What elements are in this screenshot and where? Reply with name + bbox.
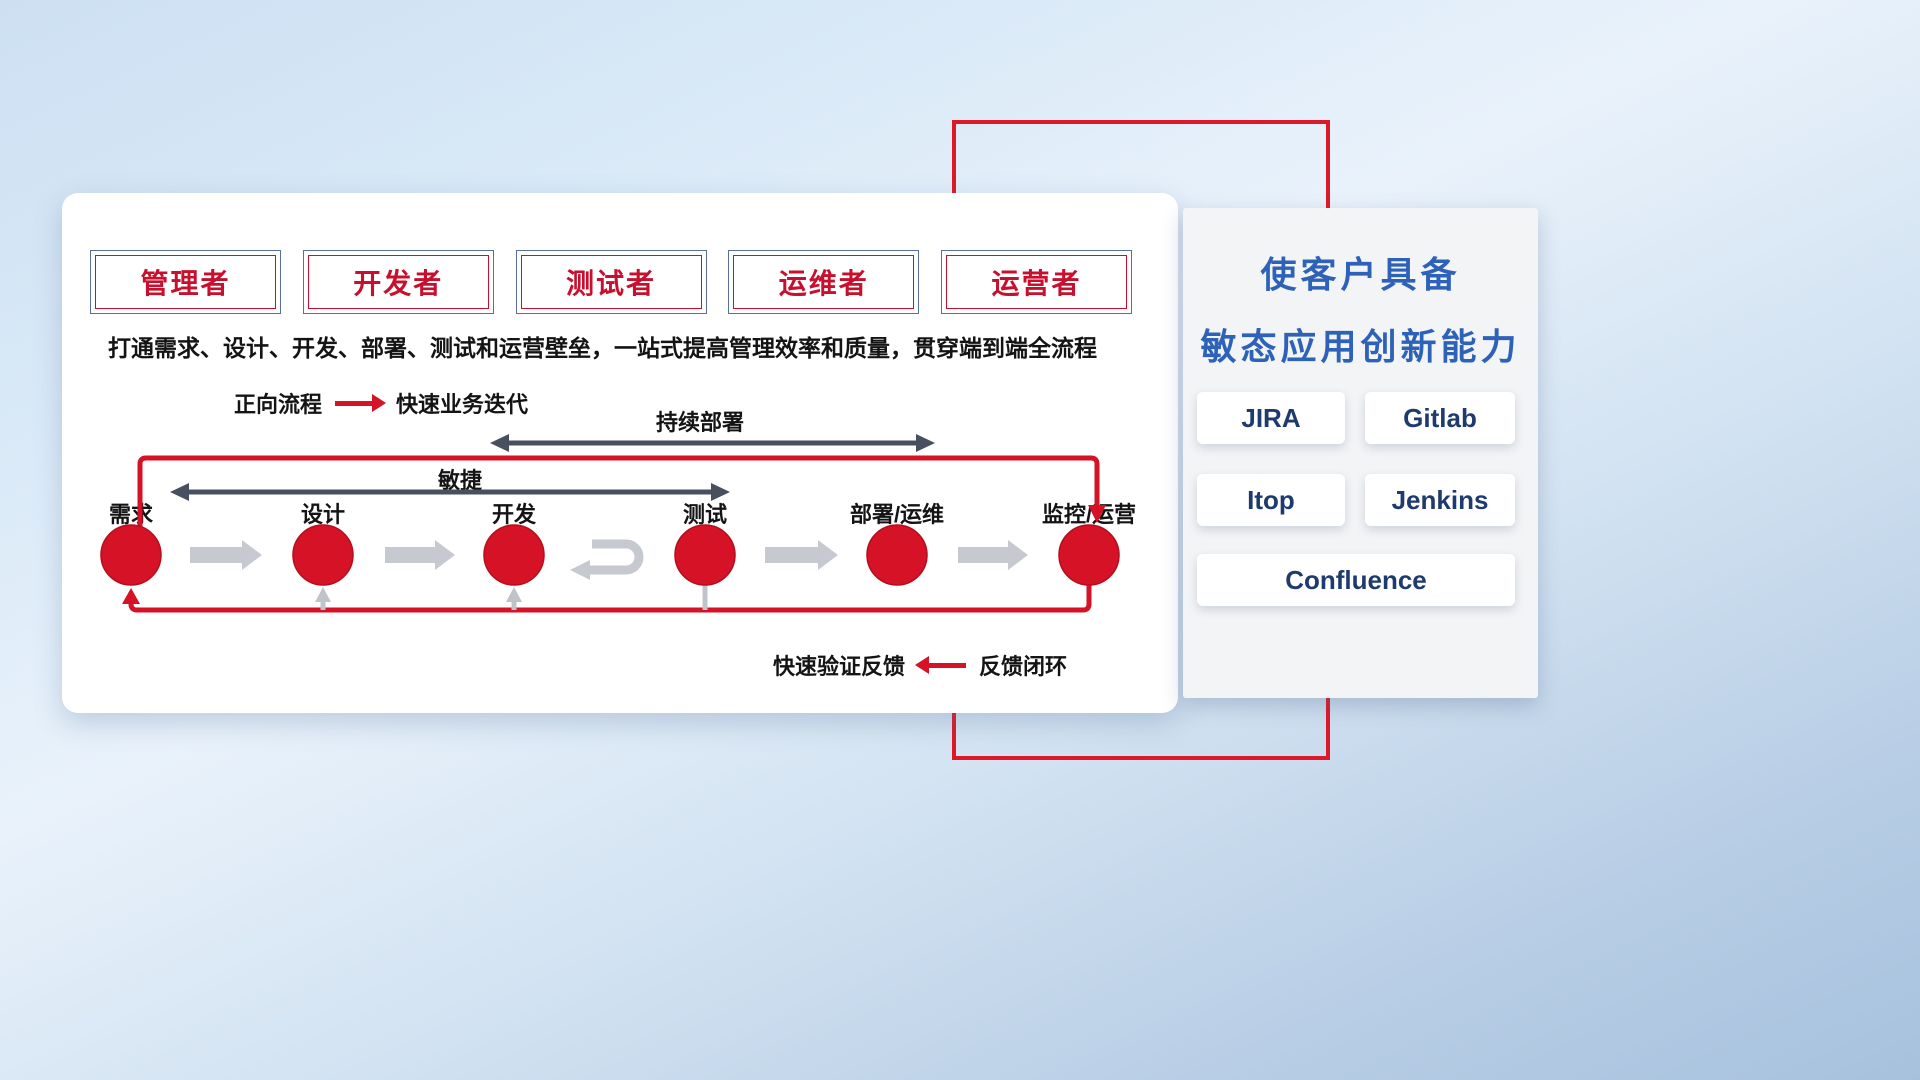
role-label-tester: 测试者 [520,255,702,309]
iterate-loop-icon [570,539,644,580]
tool-jira: JIRA [1197,392,1345,444]
stage-circle-develop [483,524,545,586]
continuous-deploy-label: 持续部署 [655,410,744,435]
stage-label-deploy-ops: 部署/运维 [849,502,945,527]
capability-panel: 使客户具备 敏态应用创新能力 JIRA Gitlab Itop Jenkins … [1183,208,1538,698]
tool-itop: Itop [1197,474,1345,526]
legend-feedback-desc: 反馈闭环 [979,654,1068,679]
legend-forward-desc: 快速业务迭代 [396,392,529,417]
stage-label-monitor-ops: 监控/运营 [1041,502,1137,527]
roles-row: 管理者 开发者 测试者 运维者 运营者 [90,250,1132,314]
role-label-operator: 运营者 [946,255,1127,309]
tool-gitlab: Gitlab [1365,392,1515,444]
forward-arrow-icon [335,400,374,406]
capability-title-line1: 使客户具备 [1260,254,1461,295]
legend-feedback-label: 快速验证反馈 [773,654,906,679]
flow-arrow-2 [385,540,455,570]
stage-circle-test [674,524,736,586]
stage-label-requirements: 需求 [108,502,153,527]
agile-label: 敏捷 [437,468,482,493]
role-label-ops: 运维者 [733,255,915,309]
legend-forward: 正向流程 快速业务迭代 [234,387,528,419]
flow-arrow-4 [765,540,838,570]
stage-circle-deploy-ops [866,524,928,586]
role-box-tester: 测试者 [515,250,707,314]
flow-arrow-1 [190,540,262,570]
tool-confluence: Confluence [1197,554,1515,606]
role-box-operator: 运营者 [941,250,1132,314]
feedback-arrow-icon [928,662,967,668]
stage-label-test: 测试 [682,502,727,527]
feedback-riser-design [315,587,331,610]
role-box-ops: 运维者 [728,250,920,314]
flow-arrow-5 [958,540,1028,570]
devops-flow-panel: 管理者 开发者 测试者 运维者 运营者 打通需求、设计、开发、部署、测试和运营壁… [62,193,1178,713]
feedback-loop-line [122,585,1092,613]
capability-title-line2: 敏态应用创新能力 [1200,326,1521,367]
stage-circle-requirements [100,524,162,586]
banner-text: 打通需求、设计、开发、部署、测试和运营壁垒，一站式提高管理效率和质量，贯穿端到端… [108,335,1097,361]
stage-label-develop: 开发 [491,502,536,527]
legend-feedback: 快速验证反馈 反馈闭环 [773,649,1067,681]
legend-forward-label: 正向流程 [234,392,323,417]
feedback-riser-develop [506,587,522,610]
role-box-developer: 开发者 [302,250,494,314]
stage-circle-monitor-ops [1058,524,1120,586]
role-box-manager: 管理者 [90,250,281,314]
stage-circle-design [292,524,354,586]
role-label-manager: 管理者 [95,255,276,309]
tool-jenkins: Jenkins [1365,474,1515,526]
role-label-developer: 开发者 [307,255,489,309]
stage-label-design: 设计 [300,502,345,527]
